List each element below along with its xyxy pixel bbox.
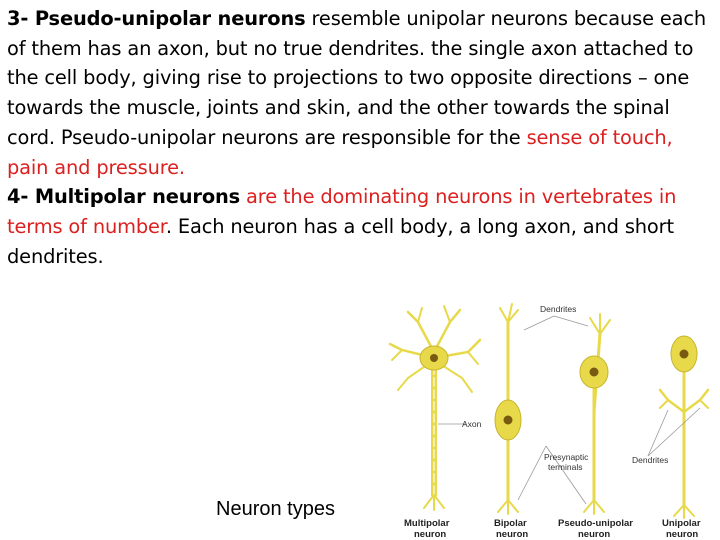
- type-bipolar-line1: Bipolar: [494, 518, 527, 529]
- type-pseudo-unipolar-line2: neuron: [578, 529, 610, 540]
- figure-caption: Neuron types: [216, 498, 335, 520]
- pseudo-unipolar-heading: 3- Pseudo-unipolar neurons: [7, 7, 306, 30]
- type-multipolar-line1: Multipolar: [404, 518, 450, 529]
- multipolar-highlight: are the dominating neurons in vertebrate…: [7, 185, 677, 238]
- paragraph-pseudo-unipolar: 3- Pseudo-unipolar neurons resemble unip…: [7, 4, 719, 182]
- neuron-types-figure: Dendrites Axon Presynaptic terminals Den…: [378, 300, 720, 540]
- paragraph-multipolar: 4- Multipolar neurons are the dominating…: [7, 182, 719, 271]
- pseudo-unipolar-neuron-drawing: [583, 313, 611, 515]
- label-axon: Axon: [462, 419, 482, 429]
- type-bipolar-line2: neuron: [496, 529, 528, 540]
- type-unipolar-line2: neuron: [666, 529, 698, 540]
- pseudo-unipolar-sense-highlight: sense of touch, pain and pressure.: [7, 125, 673, 179]
- label-dendrites-right: Dendrites: [632, 455, 668, 465]
- label-presynaptic: Presynaptic: [544, 452, 589, 462]
- multipolar-heading: 4- Multipolar neurons: [7, 185, 241, 209]
- multipolar-neuron-drawing: [388, 305, 482, 511]
- type-pseudo-unipolar-line1: Pseudo-unipolar: [558, 518, 633, 529]
- label-terminals: terminals: [548, 462, 582, 472]
- multipolar-description: . Each neuron has a cell body, a long ax…: [7, 214, 674, 268]
- type-unipolar-line1: Unipolar: [662, 518, 701, 529]
- slide-text: 3- Pseudo-unipolar neurons resemble unip…: [7, 4, 719, 271]
- label-dendrites-top: Dendrites: [540, 304, 576, 314]
- unipolar-neuron-drawing: [658, 368, 710, 519]
- pseudo-unipolar-description: resemble unipolar neurons because each o…: [7, 7, 707, 149]
- type-multipolar-line2: neuron: [414, 529, 446, 540]
